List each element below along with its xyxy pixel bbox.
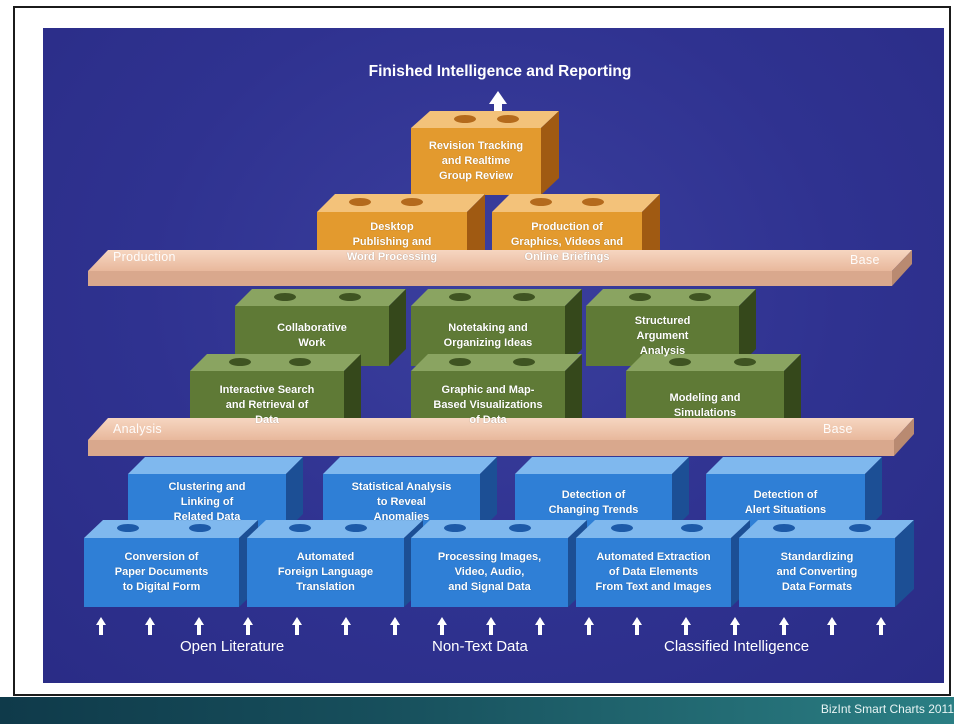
alert-situations-label: Detection of Alert Situations: [744, 488, 827, 516]
conversion-paper-label: Conversion of Paper Documents to Digital…: [114, 551, 209, 593]
production-shelf-label-right: Base: [850, 253, 880, 267]
arrow-up-icon: [632, 617, 642, 635]
arrow-up-icon: [341, 617, 351, 635]
graphic-map-visualizations-label: Graphic and Map- Based Visualizations of…: [433, 384, 543, 426]
foreign-language-label: Automated Foreign Language Translation: [277, 551, 374, 593]
analysis-shelf: [88, 418, 914, 456]
arrow-up-icon: [876, 617, 886, 635]
output-arrow-icon: [489, 91, 507, 116]
arrow-up-icon: [535, 617, 545, 635]
arrow-up-icon: [292, 617, 302, 635]
arrow-up-icon: [730, 617, 740, 635]
changing-trends-label: Detection of Changing Trends: [548, 488, 639, 516]
arrow-up-icon: [779, 617, 789, 635]
arrow-up-icon: [584, 617, 594, 635]
production-shelf: [88, 250, 912, 286]
arrow-up-icon: [827, 617, 837, 635]
production-shelf-label-left: Production: [113, 250, 176, 264]
automated-extraction-label: Automated Extraction of Data Elements Fr…: [595, 551, 712, 593]
block-collaborative-work: [235, 289, 406, 366]
block-revision-tracking: [411, 111, 559, 195]
processing-images-label: Processing Images, Video, Audio, and Sig…: [437, 551, 542, 593]
arrow-up-icon: [390, 617, 400, 635]
arrow-up-icon: [681, 617, 691, 635]
diagram-title: Finished Intelligence and Reporting: [368, 63, 632, 80]
arrow-up-icon: [96, 617, 106, 635]
source-classified-intelligence: Classified Intelligence: [664, 638, 810, 655]
arrow-up-icon: [437, 617, 447, 635]
analysis-shelf-label-right: Base: [823, 422, 853, 436]
notetaking-label: Notetaking and Organizing Ideas: [443, 322, 533, 349]
arrow-up-icon: [194, 617, 204, 635]
arrow-up-icon: [243, 617, 253, 635]
modeling-simulations-label: Modeling and Simulations: [669, 391, 741, 419]
analysis-shelf-label-left: Analysis: [113, 422, 162, 436]
collaborative-work-label: Collaborative Work: [277, 322, 347, 349]
interactive-search-label: Interactive Search and Retrieval of Data: [219, 384, 315, 426]
arrow-up-icon: [486, 617, 496, 635]
footer-credit: BizInt Smart Charts 2011: [820, 702, 954, 716]
input-arrows: [96, 617, 886, 635]
block-automated-extraction: [576, 520, 750, 607]
clustering-linking-label: Clustering and Linking of Related Data: [168, 481, 246, 523]
footer-bar: BizInt Smart Charts 2011: [0, 697, 954, 724]
structured-argument-label: Structured Argument Analysis: [634, 314, 691, 357]
statistical-analysis-label: Statistical Analysis to Reveal Anomalies: [351, 481, 452, 523]
standardizing-formats-label: Standardizing and Converting Data Format…: [776, 551, 858, 593]
production-graphics-label: Production of Graphics, Videos and Onlin…: [510, 220, 624, 263]
source-open-literature: Open Literature: [180, 638, 285, 655]
arrow-up-icon: [145, 617, 155, 635]
desktop-publishing-label: Desktop Publishing and Word Processing: [346, 220, 438, 263]
source-non-text-data: Non-Text Data: [432, 638, 528, 655]
block-standardizing-formats: [739, 520, 914, 607]
revision-tracking-label: Revision Tracking and Realtime Group Rev…: [428, 140, 524, 182]
